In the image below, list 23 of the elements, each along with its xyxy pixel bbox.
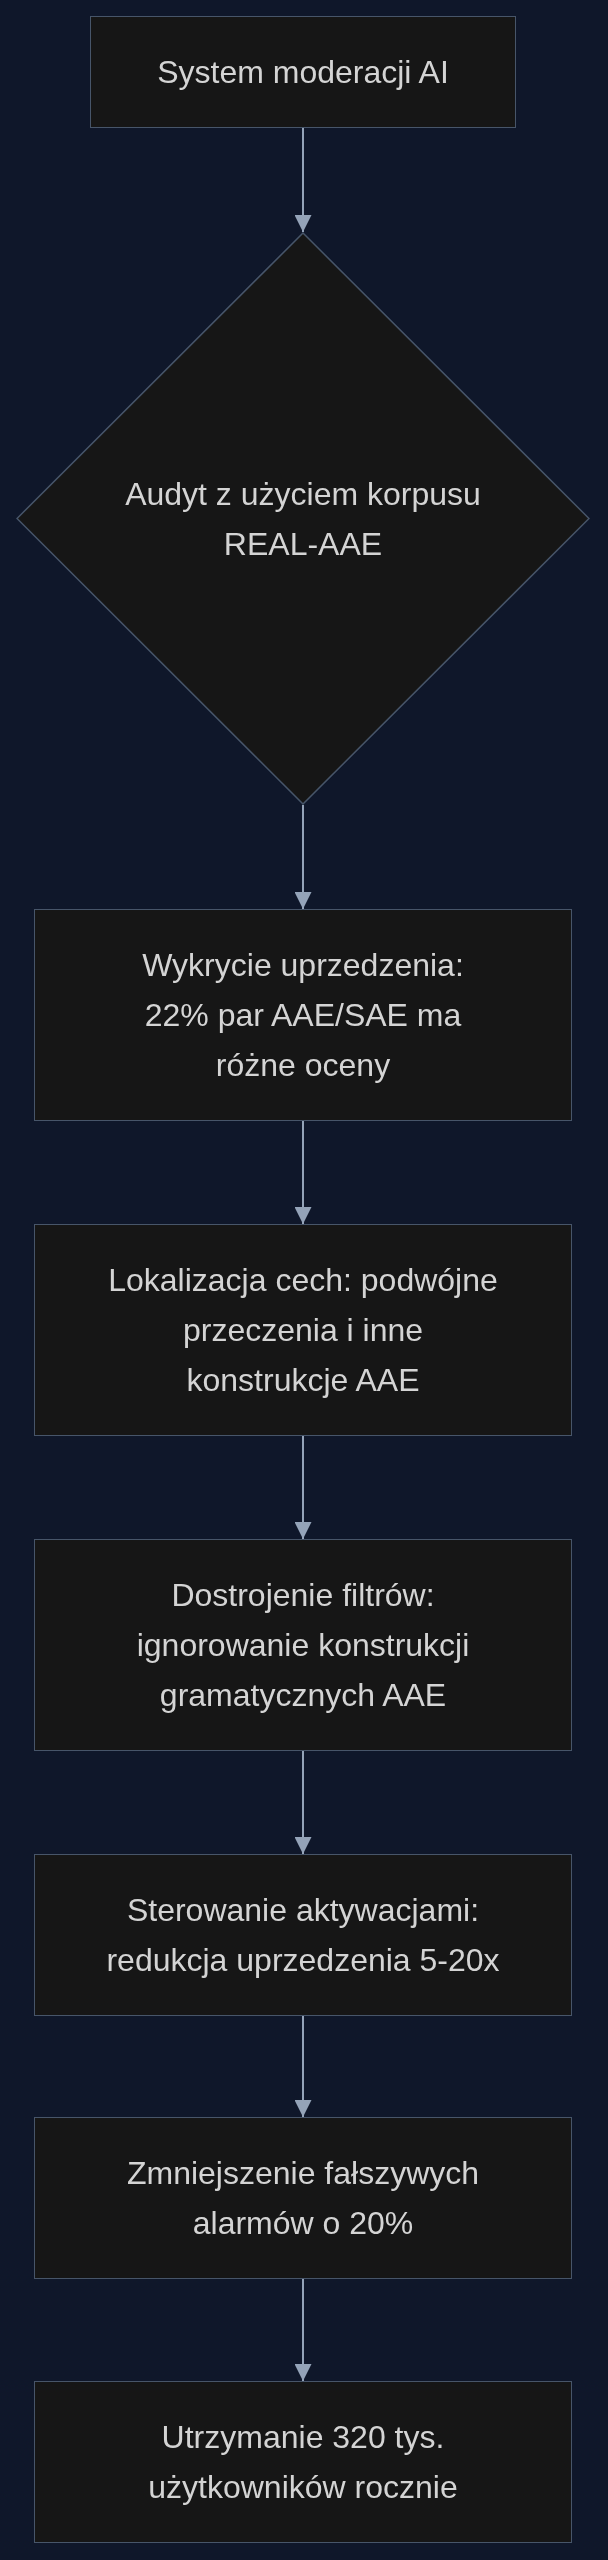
process-box [34, 909, 572, 1121]
box-label: Lokalizacja cech: podwójne przeczenia i inne konstrukcje AAE [107, 1261, 499, 1400]
box-label: Sterowanie aktywacjami: redukcja uprzedzenia 5-20x [105, 1891, 501, 1980]
process-box [34, 2381, 572, 2543]
process-box [34, 1224, 572, 1436]
arrow [294, 1120, 312, 1225]
process-box [34, 1539, 572, 1751]
process-box [34, 1854, 572, 2016]
box-label: Wykrycie uprzedzenia: 22% par AAE/SAE ma różne oceny [141, 946, 465, 1085]
process-box [34, 2117, 572, 2279]
process-box [90, 16, 516, 128]
box-label: Dostrojenie filtrów: ignorowanie konstrukcji gramatycznych AAE [135, 1576, 471, 1715]
arrow [294, 2278, 312, 2382]
box-label: Audyt z użyciem korpusu REAL-AAE [124, 474, 482, 564]
box-label: Utrzymanie 320 tys. użytkowników rocznie [147, 2418, 459, 2507]
arrow [294, 1435, 312, 1540]
arrow [294, 804, 312, 910]
arrow [294, 1750, 312, 1855]
decision-diamond [16, 232, 590, 805]
arrow [294, 127, 312, 233]
box-label: System moderacji AI [157, 53, 449, 92]
arrow [294, 2015, 312, 2118]
box-label: Zmniejszenie fałszywych alarmów o 20% [125, 2154, 481, 2243]
